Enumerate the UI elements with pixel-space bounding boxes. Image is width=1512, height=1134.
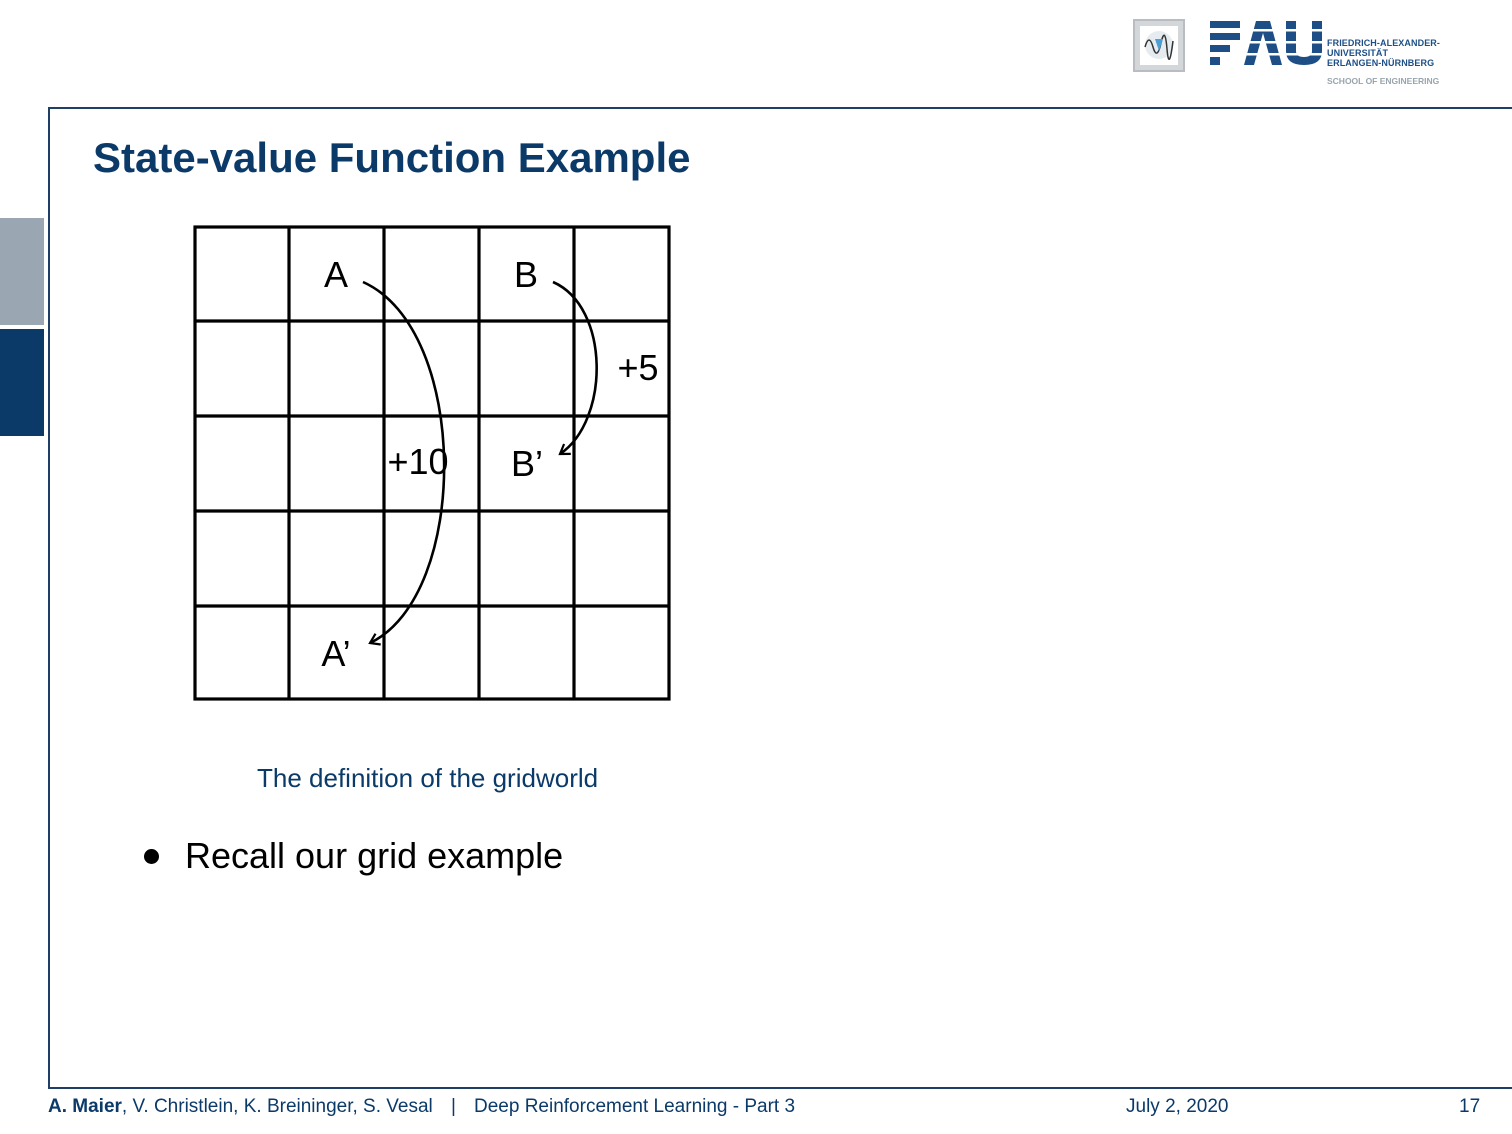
footer-date: July 2, 2020 bbox=[1126, 1096, 1229, 1117]
cell-label-b-prime: B’ bbox=[511, 443, 543, 484]
footer-author-lead: A. Maier bbox=[48, 1096, 122, 1117]
footer-course: Deep Reinforcement Learning - Part 3 bbox=[474, 1096, 796, 1117]
university-name-line2: UNIVERSITÄT bbox=[1327, 48, 1389, 58]
cell-label-a: A bbox=[324, 254, 348, 295]
fau-logo bbox=[1210, 21, 1322, 65]
figure-caption: The definition of the gridworld bbox=[257, 763, 599, 793]
side-section-tab-active bbox=[0, 329, 44, 436]
arrow-b-to-b-prime bbox=[552, 280, 598, 456]
university-name-line3: ERLANGEN-NÜRNBERG bbox=[1327, 58, 1435, 68]
bullet-dot bbox=[144, 849, 159, 864]
school-name: SCHOOL OF ENGINEERING bbox=[1327, 76, 1440, 86]
cell-label-b: B bbox=[514, 254, 538, 295]
university-name: FRIEDRICH-ALEXANDER- UNIVERSITÄT ERLANGE… bbox=[1327, 38, 1440, 68]
side-section-tab-inactive bbox=[0, 218, 44, 325]
reward-label-plus-5: +5 bbox=[617, 347, 658, 388]
arrow-a-to-a-prime bbox=[362, 280, 446, 646]
footer-authors: A. Maier, V. Christlein, K. Breininger, … bbox=[48, 1096, 433, 1118]
frame-bottom-rule bbox=[48, 1087, 1512, 1089]
footer-authors-rest: , V. Christlein, K. Breininger, S. Vesal bbox=[121, 1096, 433, 1117]
university-name-line1: FRIEDRICH-ALEXANDER- bbox=[1327, 38, 1440, 48]
reward-label-plus-10: +10 bbox=[387, 441, 448, 482]
frame-top-rule bbox=[48, 107, 1512, 109]
footer-page-number: 17 bbox=[1459, 1096, 1481, 1117]
footer-separator: | bbox=[451, 1096, 456, 1117]
grid-lines bbox=[193, 225, 671, 701]
pattern-recognition-lab-icon bbox=[1133, 19, 1185, 72]
gridworld-figure: A B B’ A’ +10 +5 bbox=[193, 225, 671, 701]
slide-title: State-value Function Example bbox=[93, 134, 691, 181]
cell-label-a-prime: A’ bbox=[321, 633, 350, 674]
frame-left-rule bbox=[48, 107, 50, 1089]
bullet-item: Recall our grid example bbox=[185, 835, 564, 876]
